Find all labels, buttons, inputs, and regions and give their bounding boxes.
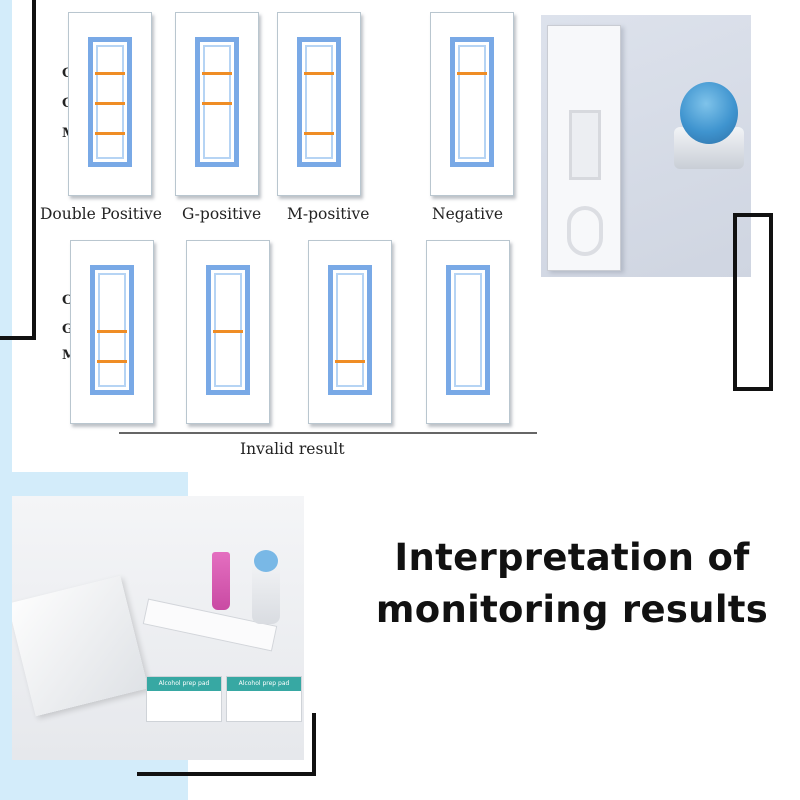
test-card-m-positive — [277, 12, 361, 196]
pad-label: Alcohol prep pad — [227, 677, 301, 691]
result-window — [328, 265, 372, 395]
result-window — [297, 37, 341, 167]
alcohol-prep-pad: Alcohol prep pad — [146, 676, 222, 722]
test-card-g-positive — [175, 12, 259, 196]
test-card-invalid-3 — [308, 240, 392, 424]
test-card-invalid-2 — [186, 240, 270, 424]
result-window — [90, 265, 134, 395]
test-card-double-positive — [68, 12, 152, 196]
result-window — [450, 37, 494, 167]
label-g-positive: G-positive — [182, 205, 262, 223]
sample-tube — [212, 552, 230, 610]
lane-letter-c: C — [62, 66, 72, 81]
band-line-m — [95, 132, 125, 135]
page-title: Interpretation of monitoring results — [352, 532, 792, 636]
buffer-bottle-cap — [680, 82, 738, 144]
result-window — [195, 37, 239, 167]
alcohol-prep-pad: Alcohol prep pad — [226, 676, 302, 722]
label-m-positive: M-positive — [287, 205, 370, 223]
diagram-panel: C G M C G M Double Positive G-positive M… — [12, 0, 537, 472]
band-line-g — [97, 330, 127, 333]
result-window — [446, 265, 490, 395]
invalid-divider — [119, 432, 537, 434]
decorative-bracket — [0, 0, 36, 340]
band-line-g — [213, 330, 243, 333]
band-line-m — [97, 360, 127, 363]
band-line-c — [304, 72, 334, 75]
band-line-c — [457, 72, 487, 75]
band-line-c — [95, 72, 125, 75]
test-card-negative — [430, 12, 514, 196]
lane-letter-g: G — [62, 96, 73, 111]
photo-test-kit: Alcohol prep pad Alcohol prep pad — [12, 496, 304, 760]
title-line-2: monitoring results — [375, 588, 769, 631]
test-card-invalid-1 — [70, 240, 154, 424]
label-double-positive: Double Positive — [40, 205, 162, 223]
lane-letter-c: C — [62, 293, 73, 308]
cassette-result-window — [569, 110, 601, 180]
photo-test-cassette — [541, 15, 751, 277]
buffer-dropper — [252, 550, 280, 624]
band-line-g — [202, 102, 232, 105]
cassette — [547, 25, 621, 271]
pad-label: Alcohol prep pad — [147, 677, 221, 691]
invalid-result-label: Invalid result — [240, 440, 345, 458]
band-line-c — [202, 72, 232, 75]
result-window — [88, 37, 132, 167]
band-line-g — [95, 102, 125, 105]
test-card-invalid-4 — [426, 240, 510, 424]
decorative-bracket — [137, 713, 316, 776]
result-window — [206, 265, 250, 395]
lane-letter-g: G — [62, 322, 74, 337]
label-negative: Negative — [432, 205, 504, 223]
title-line-1: Interpretation of — [394, 536, 750, 579]
foil-pouch — [12, 575, 149, 717]
band-line-m — [335, 360, 365, 363]
decorative-frame — [733, 213, 773, 391]
cassette-sample-well — [567, 206, 603, 256]
band-line-m — [304, 132, 334, 135]
